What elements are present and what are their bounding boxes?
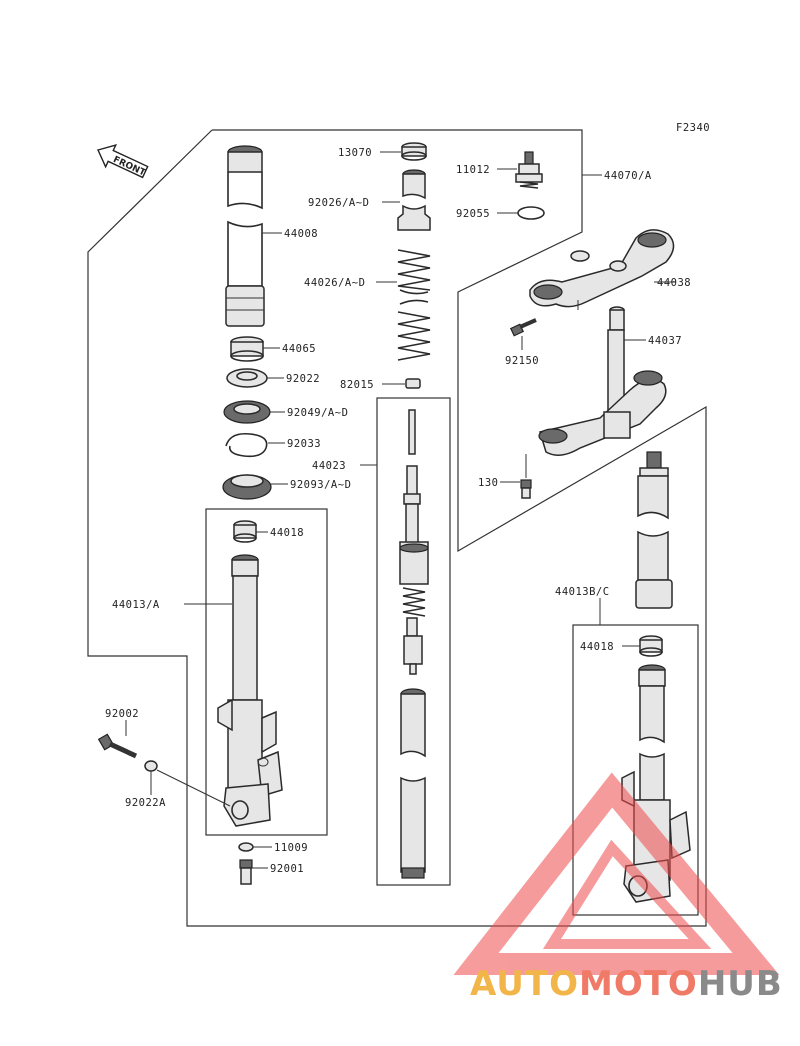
circlip-part xyxy=(225,432,268,458)
damper-rod-box xyxy=(376,397,451,886)
label-44026: 44026/A~D xyxy=(304,277,365,289)
label-11009: 11009 xyxy=(274,842,308,854)
label-92001: 92001 xyxy=(270,863,304,875)
label-44013bc: 44013B/C xyxy=(555,586,610,598)
label-44037: 44037 xyxy=(648,335,682,347)
inner-fork-tube-left-part xyxy=(217,554,283,827)
label-44013: 44013/A xyxy=(112,599,160,611)
fork-tube-box-left xyxy=(205,508,328,836)
clamp-bolt-part xyxy=(509,318,537,337)
axle-bolt-part xyxy=(97,733,138,759)
spacer-collar-part xyxy=(397,169,431,231)
label-11012: 11012 xyxy=(456,164,490,176)
label-92055: 92055 xyxy=(456,208,490,220)
label-92026: 92026/A~D xyxy=(308,197,369,209)
label-92093: 92093/A~D xyxy=(290,479,351,491)
slider-bushing-left-part xyxy=(233,520,257,543)
fork-tube-top-part xyxy=(225,145,265,327)
slider-bushing-right-part xyxy=(639,635,663,657)
dust-seal-part xyxy=(222,474,272,500)
spring-seat-cap-part xyxy=(401,142,427,161)
allen-bolt-part xyxy=(239,859,253,885)
label-92049: 92049/A~D xyxy=(287,407,348,419)
label-92033: 92033 xyxy=(287,438,321,450)
fork-spring-part xyxy=(397,249,431,361)
air-valve-part xyxy=(515,151,543,189)
label-13070: 13070 xyxy=(338,147,372,159)
oil-seal-part xyxy=(223,400,271,424)
label-130: 130 xyxy=(478,477,498,489)
stem-bolt-part xyxy=(520,454,532,499)
o-ring-part xyxy=(517,206,545,220)
watermark-hub: HUB xyxy=(697,964,783,1004)
label-44070: 44070/A xyxy=(604,170,652,182)
gasket-part xyxy=(238,842,254,852)
label-82015: 82015 xyxy=(340,379,374,391)
label-44023: 44023 xyxy=(312,460,346,472)
figure-code: F2340 xyxy=(676,122,710,134)
outer-frame xyxy=(87,129,707,927)
watermark-moto: MOTO xyxy=(578,964,698,1004)
nut-part xyxy=(405,378,421,389)
label-44018-right: 44018 xyxy=(580,641,614,653)
label-92022a: 92022A xyxy=(125,797,166,809)
label-92002: 92002 xyxy=(105,708,139,720)
label-44065: 44065 xyxy=(282,343,316,355)
front-arrow-icon: FRONT xyxy=(97,143,149,179)
outer-tube-right-part xyxy=(635,451,673,609)
small-washer-part xyxy=(144,760,158,772)
bushing-part xyxy=(230,336,264,362)
watermark-triangle-icon xyxy=(453,772,780,975)
damper-rod-assembly-part xyxy=(399,409,429,879)
label-92150: 92150 xyxy=(505,355,539,367)
washer-part xyxy=(226,368,268,388)
label-44018-left: 44018 xyxy=(270,527,304,539)
label-44038: 44038 xyxy=(657,277,691,289)
label-44008: 44008 xyxy=(284,228,318,240)
upper-bracket-part xyxy=(529,229,675,310)
fork-tube-box-right xyxy=(572,624,699,916)
steering-stem-part xyxy=(538,306,667,456)
watermark-auto: AUTO xyxy=(470,964,579,1004)
label-92022: 92022 xyxy=(286,373,320,385)
watermark-logo: AUTOMOTOHUB xyxy=(470,964,800,1004)
